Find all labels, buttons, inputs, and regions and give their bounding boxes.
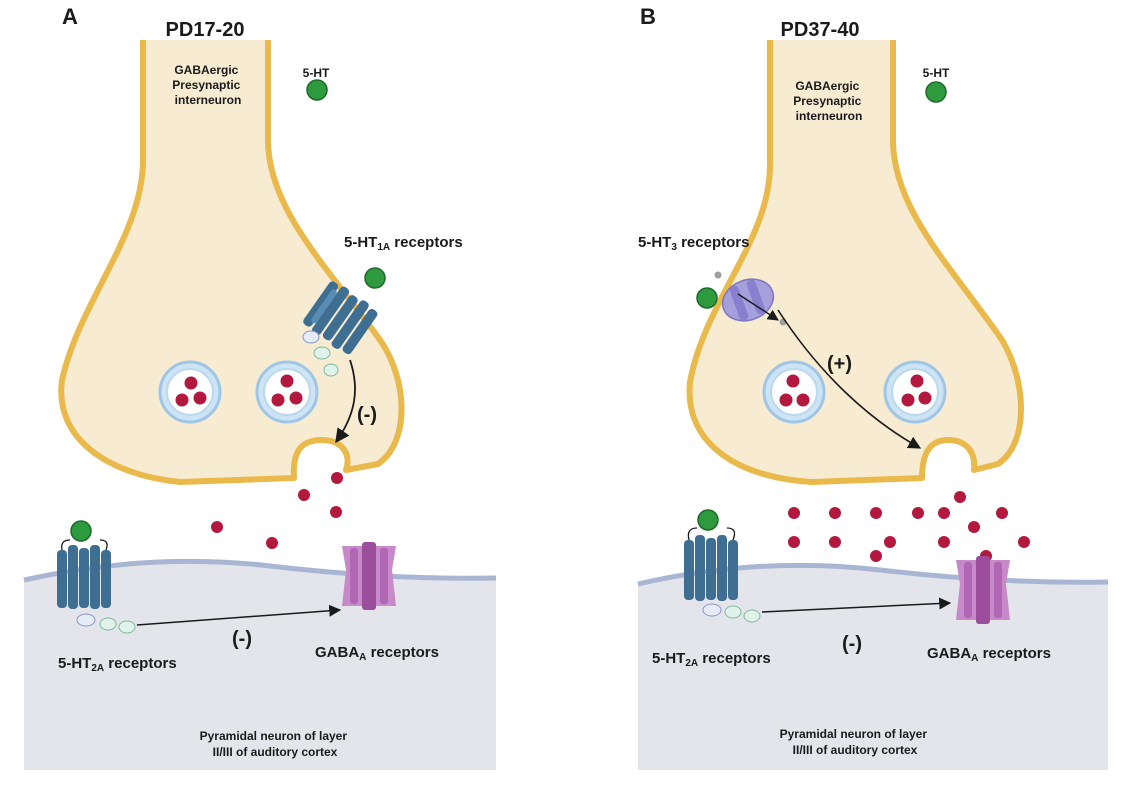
post-effect-label: (-) [232, 628, 252, 650]
pre-receptor-label: 5-HT1A receptors [344, 234, 463, 253]
gaba-receptor-label: GABAA receptors [315, 644, 439, 663]
gaba-molecule [788, 536, 800, 548]
panel-title: PD17-20 [166, 19, 245, 41]
g-protein-gamma [743, 609, 761, 623]
ht2a-receptor [57, 539, 111, 609]
g-protein-alpha [76, 613, 96, 627]
g-protein-gamma [323, 363, 339, 377]
vesicle [883, 360, 947, 424]
gaba-molecule [996, 507, 1008, 519]
inhibition-arrow-postsynaptic [761, 597, 952, 613]
gaba-a-receptor [342, 542, 396, 610]
serotonin-molecule [70, 520, 92, 542]
serotonin-molecule [306, 79, 328, 101]
gaba-molecule [884, 536, 896, 548]
ht1a-receptor [303, 281, 378, 355]
excitation-arrow-presynaptic [777, 309, 922, 449]
ion-flow-arrow [737, 293, 779, 321]
ion [714, 271, 722, 279]
gaba-molecule [266, 537, 278, 549]
gaba-molecule [968, 521, 980, 533]
gaba-molecule [788, 507, 800, 519]
gaba-molecule [954, 491, 966, 503]
ligand-label: 5-HT [303, 66, 330, 80]
g-protein-beta [99, 617, 117, 631]
panel-letter: A [62, 4, 78, 29]
ht2a-receptor [684, 527, 738, 601]
inhibition-arrow-postsynaptic [136, 604, 342, 626]
gaba-molecule [938, 507, 950, 519]
serotonin-molecule [697, 509, 719, 531]
g-protein-alpha [302, 330, 320, 344]
pre-receptor-label: 5-HT3 receptors [638, 234, 749, 253]
presynaptic-label: GABAergic Presynaptic interneuron [793, 79, 864, 123]
g-protein-gamma [118, 620, 136, 634]
vesicle [255, 360, 319, 424]
gaba-molecule [829, 536, 841, 548]
pre-effect-label: (+) [827, 353, 852, 375]
postsynaptic-cell [24, 561, 496, 770]
gaba-molecule [330, 506, 342, 518]
post-receptor-label: 5-HT2A receptors [58, 655, 177, 674]
gaba-receptor-label: GABAA receptors [927, 645, 1051, 664]
gaba-a-receptor [956, 556, 1010, 624]
ht3-receptor [721, 278, 775, 322]
gaba-molecule [870, 550, 882, 562]
vesicle [158, 360, 222, 424]
gaba-molecule [211, 521, 223, 533]
postsynaptic-label: Pyramidal neuron of layer II/III of audi… [780, 727, 931, 757]
post-effect-label: (-) [842, 633, 862, 655]
g-protein-beta [724, 605, 742, 619]
postsynaptic-label: Pyramidal neuron of layer II/III of audi… [200, 729, 351, 759]
gaba-molecule [829, 507, 841, 519]
gaba-molecule [938, 536, 950, 548]
panel-a: A PD17-20 GABAergic Presynaptic interneu… [23, 4, 497, 770]
presynaptic-label: GABAergic Presynaptic interneuron [172, 63, 243, 107]
panel-b: B PD37-40 GABAergic Presynaptic interneu… [637, 4, 1109, 770]
gaba-molecule [1018, 536, 1030, 548]
g-protein-beta [313, 346, 331, 360]
gaba-molecule [912, 507, 924, 519]
panel-title: PD37-40 [781, 19, 860, 41]
pre-effect-label: (-) [357, 404, 377, 426]
gaba-molecule [870, 507, 882, 519]
gaba-molecule [331, 472, 343, 484]
ligand-label: 5-HT [923, 66, 950, 80]
serotonin-molecule [696, 287, 718, 309]
inhibition-arrow-presynaptic [335, 359, 356, 444]
serotonin-molecule [364, 267, 386, 289]
gaba-molecule [298, 489, 310, 501]
panel-letter: B [640, 4, 656, 29]
g-protein-alpha [702, 603, 722, 617]
post-receptor-label: 5-HT2A receptors [652, 650, 771, 669]
vesicle [762, 360, 826, 424]
serotonin-molecule [925, 81, 947, 103]
